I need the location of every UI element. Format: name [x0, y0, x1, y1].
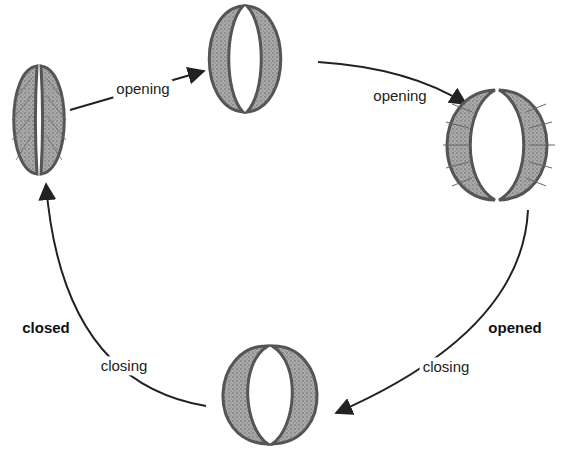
stoma-opening	[209, 6, 281, 112]
state-label: opened	[485, 318, 544, 337]
state-label: closed	[19, 318, 73, 337]
process-label: closing	[420, 357, 473, 376]
arrow	[46, 184, 206, 406]
stoma-closed	[12, 66, 66, 174]
process-label: opening	[113, 79, 172, 98]
arrow	[70, 71, 204, 110]
stoma-open	[443, 90, 555, 200]
stoma-closing	[223, 346, 317, 444]
arrow	[336, 210, 528, 413]
process-label: opening	[370, 86, 429, 105]
process-label: closing	[98, 356, 151, 375]
